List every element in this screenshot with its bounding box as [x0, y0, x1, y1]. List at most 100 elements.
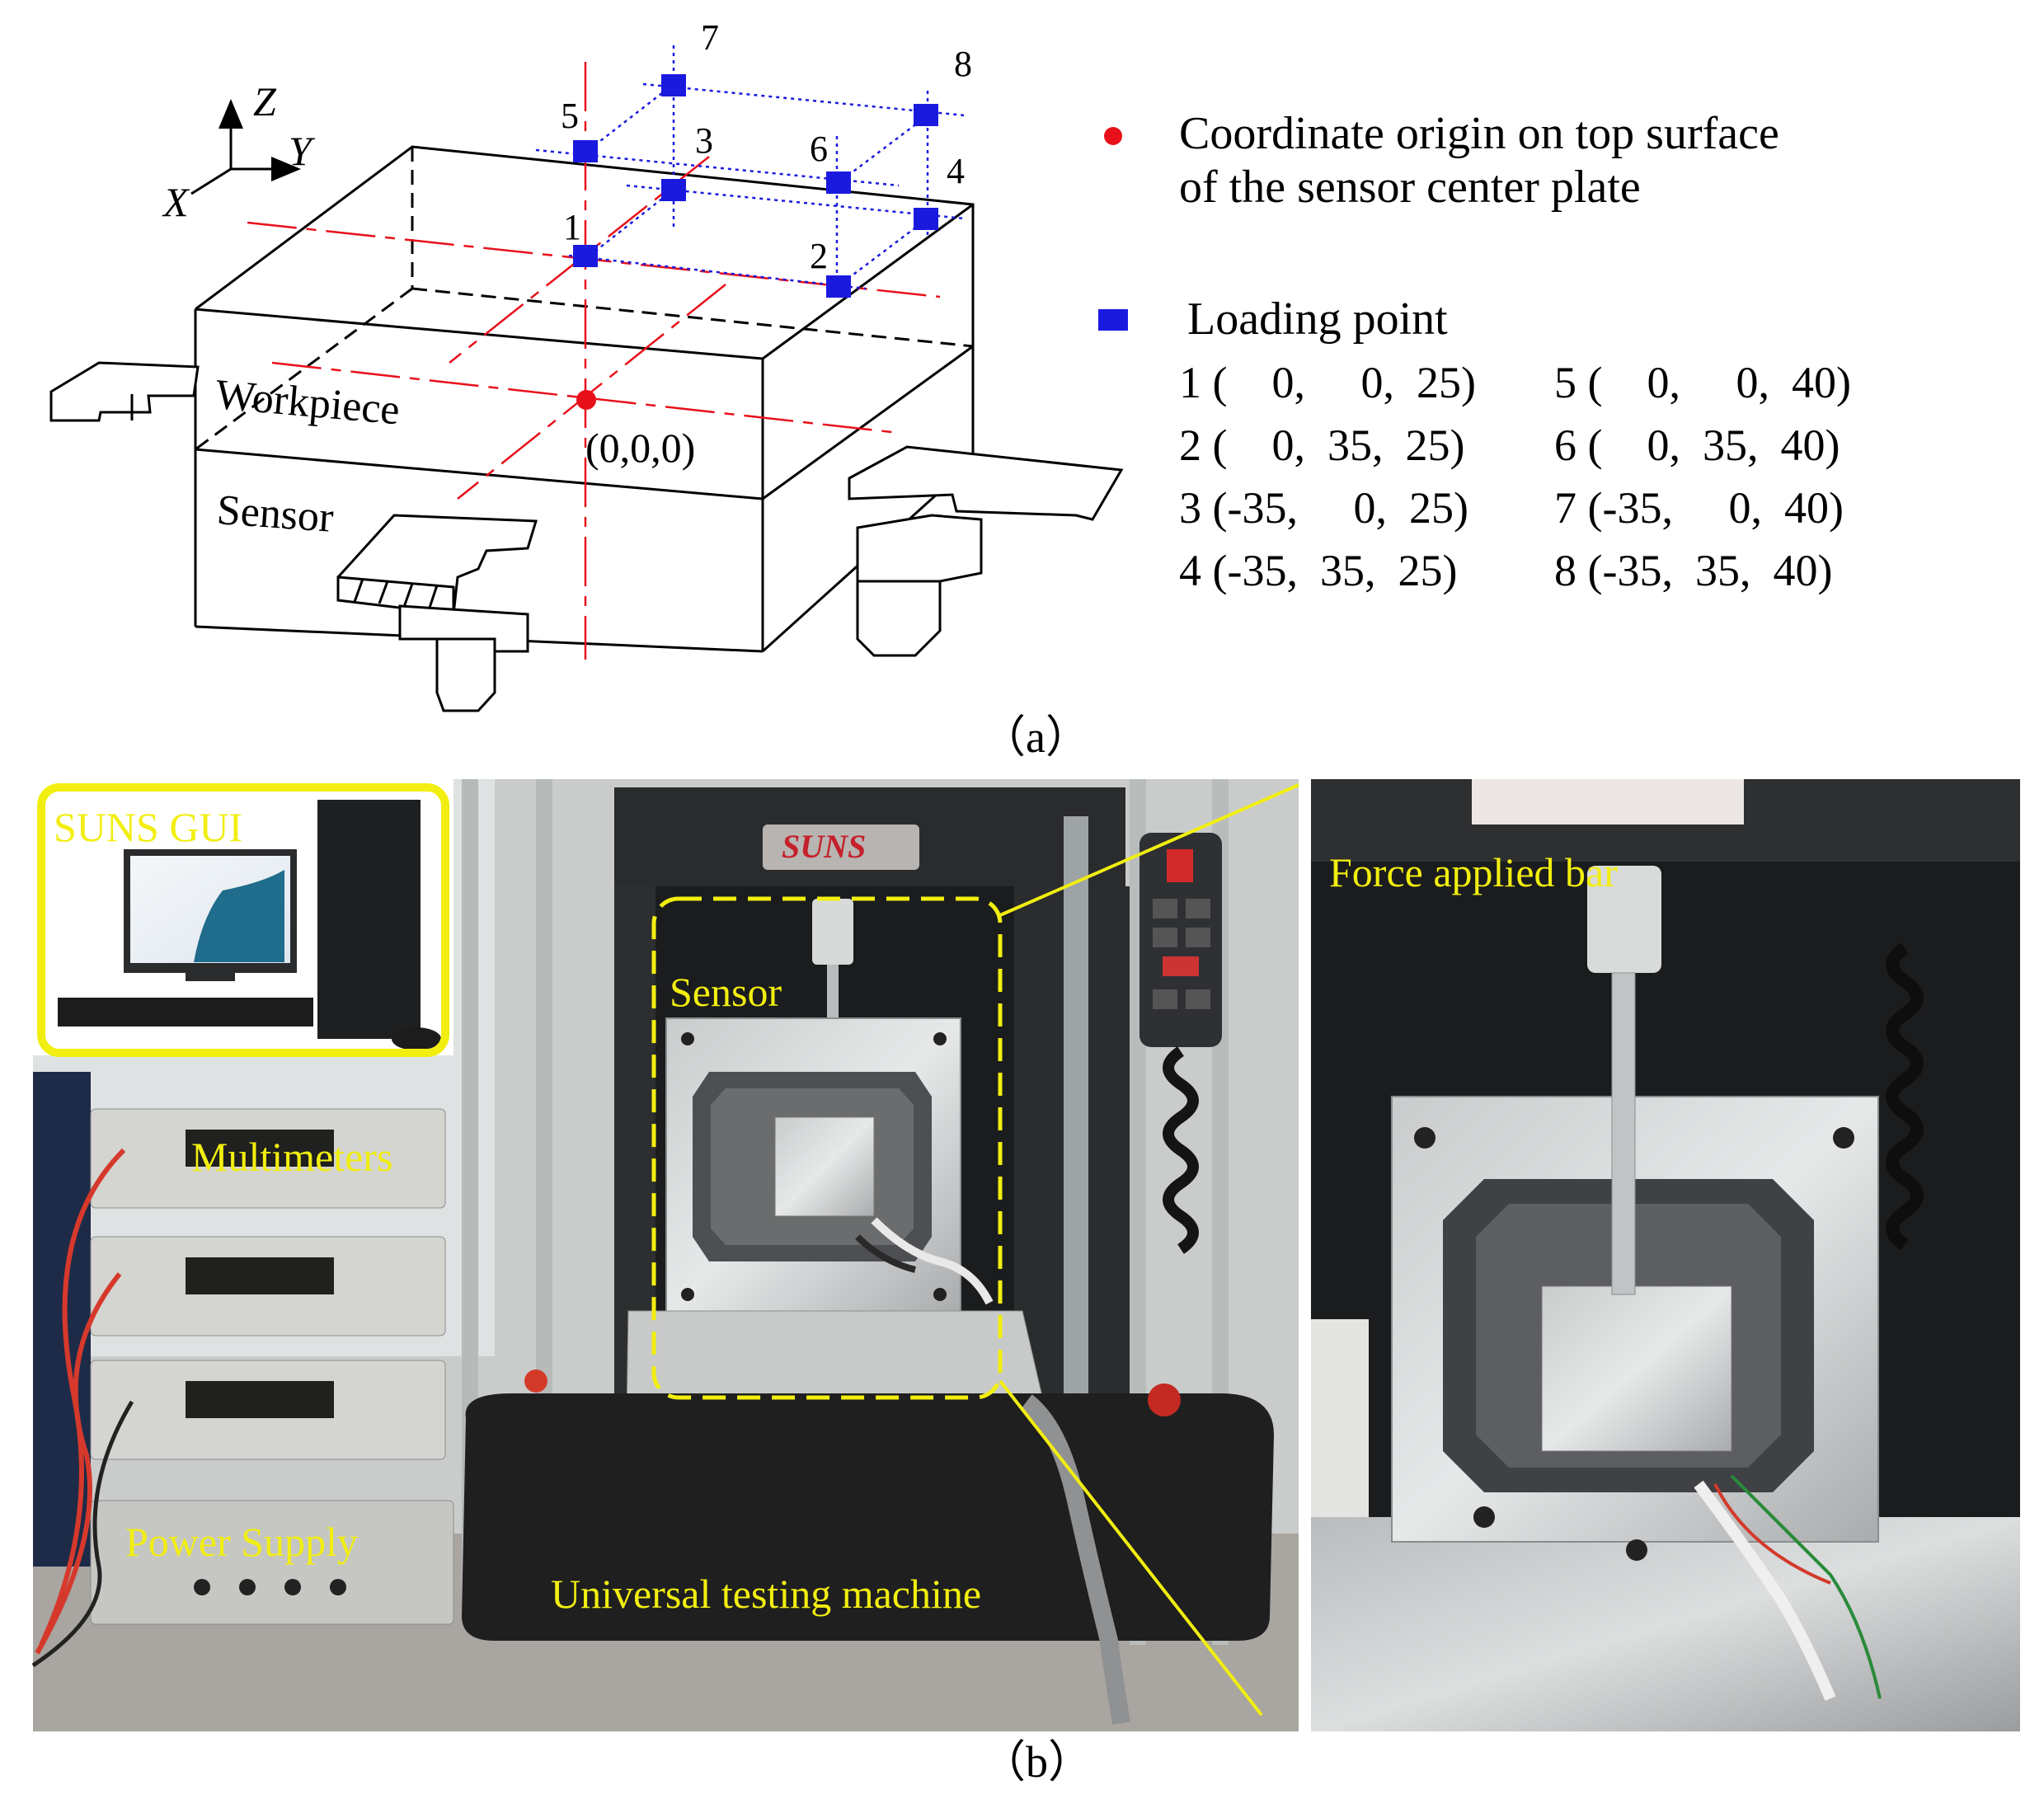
z-axis-label: Z — [253, 78, 277, 124]
axis-triad: Z Y X — [162, 78, 316, 225]
left-clamp — [49, 361, 200, 422]
pendant-button[interactable] — [1186, 928, 1210, 947]
grid-line — [585, 189, 674, 260]
hatch — [402, 583, 414, 608]
right-clamp-body — [848, 445, 1124, 521]
hatch — [378, 580, 389, 604]
power-supply-label: Power Supply — [125, 1519, 358, 1565]
grid-line — [568, 254, 867, 290]
caption-b: （b） — [981, 1737, 1092, 1787]
zoom-wire — [1730, 1474, 1882, 1699]
left-clamp-body — [49, 361, 200, 422]
coordinate-origin-dot — [576, 390, 596, 410]
test-lead-black — [31, 1400, 134, 1668]
gui-plot-area — [194, 870, 284, 962]
pendant-button[interactable] — [1153, 899, 1177, 918]
multimeters-label: Multimeters — [191, 1134, 392, 1180]
workpiece-label: Workpiece — [214, 371, 402, 434]
legend: Coordinate origin on top surface of the … — [1098, 108, 1851, 595]
mouse — [392, 1027, 441, 1050]
zoom-background-object — [1311, 1319, 1369, 1517]
legend-point-row-2: 2 ( 0, 35, 25) — [1179, 420, 1464, 470]
interface-right-line — [762, 345, 974, 500]
loading-point-4 — [914, 208, 938, 230]
force-bar-label: Force applied bar — [1329, 849, 1618, 895]
caption-a: （a） — [981, 712, 1090, 762]
emergency-stop-button[interactable] — [1148, 1384, 1181, 1416]
hatch — [427, 585, 439, 611]
coiled-cable — [1163, 1046, 1199, 1254]
y-axis-label: Y — [289, 128, 316, 174]
brand-plate — [763, 824, 919, 870]
bolt — [1626, 1539, 1647, 1561]
sensor-photo-label: Sensor — [670, 969, 782, 1015]
origin-label: (0,0,0) — [585, 425, 695, 471]
point-number-2: 2 — [810, 236, 828, 276]
pendant-button[interactable] — [1163, 956, 1199, 976]
test-lead-red — [35, 1272, 122, 1655]
power-supply-unit — [90, 1500, 454, 1625]
legend-point-row-4: 4 (-35, 35, 25) — [1179, 546, 1457, 595]
box-front-top-edge — [195, 308, 764, 360]
hatch — [353, 578, 364, 603]
x-axis-label: X — [162, 179, 190, 225]
pendant-button[interactable] — [1186, 899, 1210, 918]
suns-gui-label: SUNS GUI — [54, 804, 242, 850]
aluminium-rail — [462, 779, 478, 1604]
suns-gui-highlight-box — [37, 783, 449, 1057]
legend-loading-marker — [1098, 309, 1128, 331]
sensor-wire — [855, 1234, 916, 1273]
legend-origin-marker — [1104, 127, 1122, 145]
pendant-button[interactable] — [1153, 928, 1177, 947]
zoom-callout-line — [999, 1379, 1263, 1717]
legend-origin-line1: Coordinate origin on top surface — [1179, 108, 1779, 159]
right-clamp-leg — [856, 580, 942, 657]
legend-point-row-1: 1 ( 0, 0, 25) — [1179, 358, 1476, 407]
lab-photo: SUNS — [31, 779, 1299, 1731]
loading-point-6 — [826, 171, 851, 194]
power-supply-knob[interactable] — [284, 1579, 301, 1595]
legend-point-row-7: 7 (-35, 0, 40) — [1554, 483, 1844, 533]
bolt — [1414, 1127, 1435, 1149]
bolt — [1473, 1506, 1495, 1528]
legend-origin-line2: of the sensor center plate — [1179, 162, 1641, 213]
loading-point-5 — [573, 140, 598, 162]
sensor-cable — [871, 1217, 994, 1305]
conduit-hose — [1021, 1394, 1130, 1725]
point-number-5: 5 — [561, 96, 579, 136]
pendant-stop-button[interactable] — [1167, 849, 1193, 882]
sensor-highlight-box — [651, 896, 1003, 1400]
legend-point-row-5: 5 ( 0, 0, 40) — [1554, 358, 1851, 407]
front-clamp — [336, 514, 538, 712]
pendant-button[interactable] — [1153, 989, 1177, 1009]
zoom-force-bar-holder — [1587, 866, 1661, 973]
zoom-wire — [1713, 1483, 1831, 1585]
grid-line — [626, 184, 966, 220]
bolt — [1833, 1127, 1854, 1149]
pc-tower — [317, 800, 421, 1039]
pc-monitor-stand — [186, 973, 235, 981]
multimeter-3-display — [186, 1381, 334, 1418]
power-supply-knob[interactable] — [194, 1579, 210, 1595]
loading-point-numbers: 1 2 3 4 5 6 7 8 — [561, 17, 972, 276]
right-clamp-block — [856, 514, 983, 583]
x-axis-line — [190, 167, 232, 195]
point-number-7: 7 — [701, 17, 719, 58]
power-supply-knob[interactable] — [330, 1579, 346, 1595]
pendant-button[interactable] — [1186, 989, 1210, 1009]
grid-line — [642, 82, 966, 117]
grid-line — [585, 83, 674, 153]
zoom-force-bar — [1611, 972, 1636, 1295]
point-number-1: 1 — [563, 207, 581, 247]
bolt — [933, 1032, 947, 1045]
zoom-label-sticker — [1472, 779, 1744, 824]
panel-a: Z Y X — [49, 17, 1851, 762]
multimeter-2-display — [186, 1257, 334, 1294]
zoom-sensor-center-plate — [1541, 1285, 1732, 1452]
interface-front-line — [195, 448, 764, 500]
sensor-label: Sensor — [215, 486, 335, 542]
zoom-photo: Force applied bar — [1311, 779, 2020, 1731]
power-supply-knob[interactable] — [239, 1579, 256, 1595]
indicator-light — [524, 1369, 547, 1393]
